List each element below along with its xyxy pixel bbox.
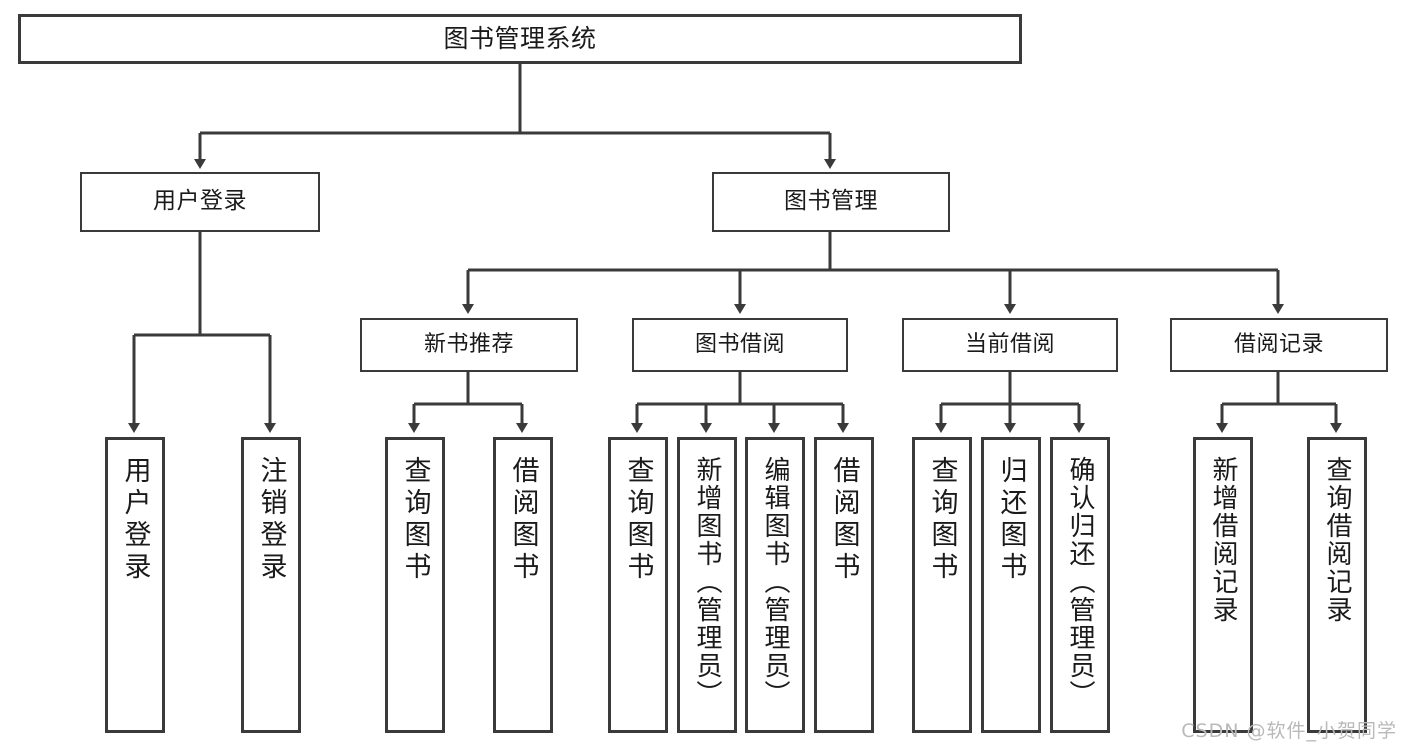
leaf-return-book[interactable]: 归还图书 (981, 437, 1041, 733)
leaf-query-borrow-record[interactable]: 查询借阅记录 (1307, 437, 1367, 733)
node-root[interactable]: 图书管理系统 (18, 14, 1022, 64)
leaf-borrow-book-borrow-label: 借阅图书 (828, 456, 860, 584)
node-new-book-recommend[interactable]: 新书推荐 (360, 318, 578, 372)
node-borrow-record[interactable]: 借阅记录 (1170, 318, 1388, 372)
leaf-logout-label: 注销登录 (255, 456, 287, 584)
leaf-query-book-current-label: 查询图书 (926, 456, 958, 584)
node-book-manage-label: 图书管理 (784, 188, 878, 215)
leaf-add-book-admin-label: 新增图书（管理员） (692, 456, 722, 708)
node-new-book-recommend-label: 新书推荐 (423, 332, 514, 358)
node-book-manage[interactable]: 图书管理 (712, 172, 950, 232)
leaf-query-book-borrow-label: 查询图书 (622, 456, 654, 584)
leaf-add-book-admin[interactable]: 新增图书（管理员） (677, 437, 737, 733)
node-borrow-record-label: 借阅记录 (1233, 332, 1324, 358)
node-current-borrow-label: 当前借阅 (964, 332, 1055, 358)
leaf-add-borrow-record-label: 新增借阅记录 (1208, 456, 1238, 624)
leaf-edit-book-admin-label: 编辑图书（管理员） (760, 456, 790, 708)
leaf-borrow-book-borrow[interactable]: 借阅图书 (814, 437, 874, 733)
leaf-query-book-recommend-label: 查询图书 (399, 456, 431, 584)
leaf-return-book-label: 归还图书 (995, 456, 1027, 584)
leaf-logout[interactable]: 注销登录 (241, 437, 301, 733)
leaf-borrow-book-recommend[interactable]: 借阅图书 (493, 437, 553, 733)
leaf-query-book-current[interactable]: 查询图书 (912, 437, 972, 733)
node-user-login-label: 用户登录 (153, 188, 247, 215)
leaf-edit-book-admin[interactable]: 编辑图书（管理员） (745, 437, 805, 733)
leaf-add-borrow-record[interactable]: 新增借阅记录 (1193, 437, 1253, 733)
leaf-query-book-recommend[interactable]: 查询图书 (385, 437, 445, 733)
node-root-label: 图书管理系统 (443, 24, 597, 54)
node-book-borrow-label: 图书借阅 (694, 332, 785, 358)
leaf-user-login-label: 用户登录 (119, 456, 151, 584)
leaf-query-borrow-record-label: 查询借阅记录 (1322, 456, 1352, 624)
leaf-user-login[interactable]: 用户登录 (105, 437, 165, 733)
leaf-confirm-return-admin-label: 确认归还（管理员） (1065, 456, 1095, 708)
node-current-borrow[interactable]: 当前借阅 (902, 318, 1118, 372)
node-book-borrow[interactable]: 图书借阅 (632, 318, 848, 372)
leaf-confirm-return-admin[interactable]: 确认归还（管理员） (1050, 437, 1110, 733)
node-user-login[interactable]: 用户登录 (80, 172, 320, 232)
leaf-borrow-book-recommend-label: 借阅图书 (507, 456, 539, 584)
leaf-query-book-borrow[interactable]: 查询图书 (608, 437, 668, 733)
